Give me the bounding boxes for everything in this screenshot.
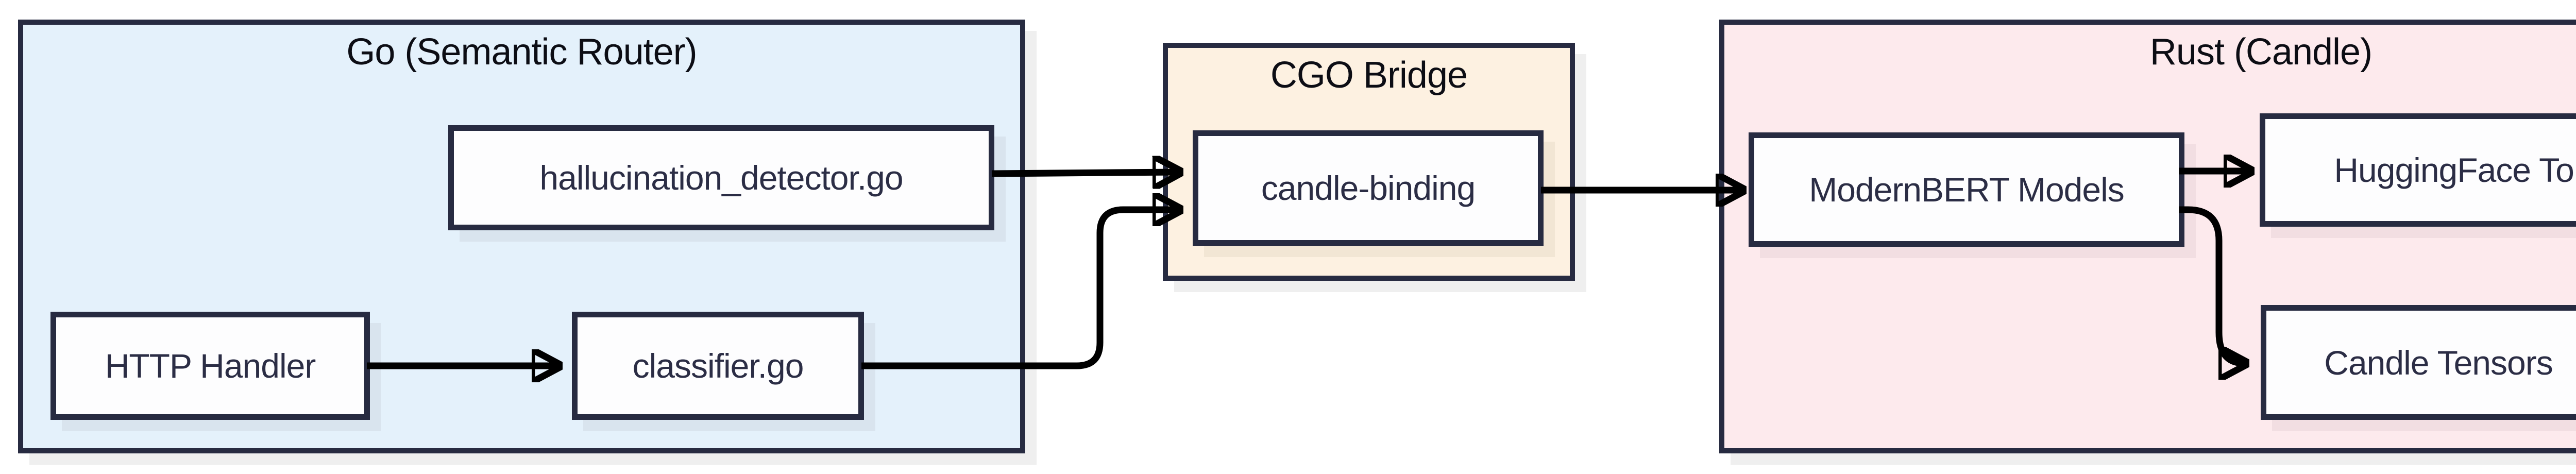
node-huggingface-tokenizers: HuggingFace Tokenizers	[2260, 113, 2576, 227]
node-label: Candle Tensors	[2324, 343, 2553, 382]
node-modernbert-models: ModernBERT Models	[1749, 132, 2184, 247]
node-label: ModernBERT Models	[1809, 171, 2125, 209]
node-candle-binding: candle-binding	[1193, 130, 1544, 246]
node-http-handler: HTTP Handler	[50, 312, 370, 420]
node-label: classifier.go	[632, 347, 804, 385]
node-label: candle-binding	[1261, 169, 1476, 207]
container-title: Go (Semantic Router)	[346, 31, 697, 73]
node-label: hallucination_detector.go	[539, 159, 903, 197]
node-candle-tensors: Candle Tensors	[2261, 305, 2576, 420]
node-label: HTTP Handler	[105, 347, 316, 385]
container-title: CGO Bridge	[1270, 55, 1468, 96]
node-classifier-go: classifier.go	[572, 312, 864, 420]
node-hallucination-detector-go: hallucination_detector.go	[448, 125, 994, 230]
container-title: Rust (Candle)	[2149, 31, 2372, 73]
node-label: HuggingFace Tokenizers	[2334, 151, 2576, 189]
